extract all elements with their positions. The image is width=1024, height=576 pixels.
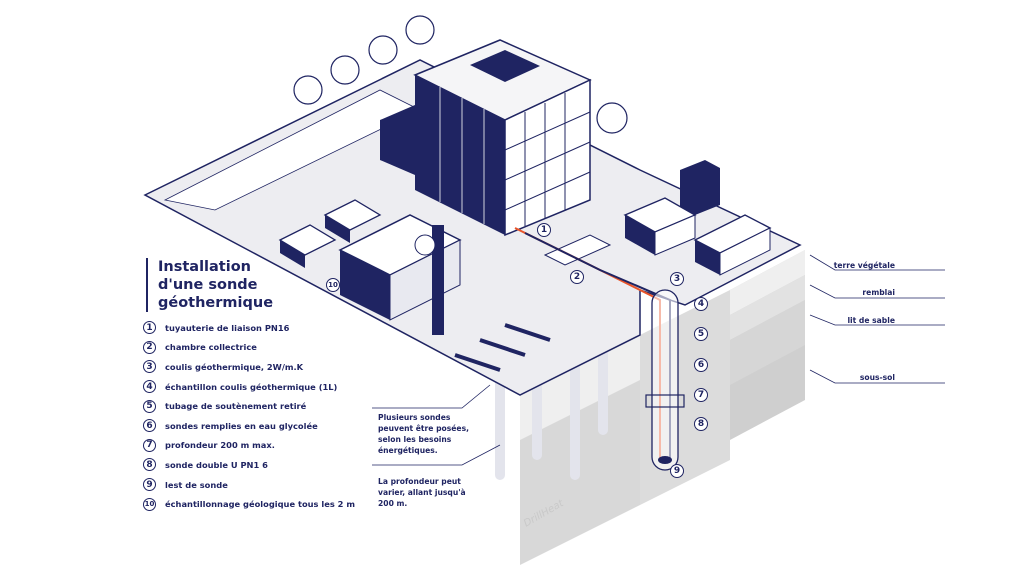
note-depth: La profondeur peut varier, allant jusqu'… [378, 477, 466, 508]
legend-label: échantillonnage géologique tous les 2 m [165, 499, 355, 510]
legend-label: tubage de soutènement retiré [165, 401, 307, 412]
legend-label: coulis géothermique, 2W/m.K [165, 361, 304, 372]
layer-label-backfill: remblai [862, 288, 895, 297]
pipe-stacks [454, 323, 551, 372]
legend-item: 3 coulis géothermique, 2W/m.K [143, 357, 355, 377]
legend-item: 10 échantillonnage géologique tous les 2 … [143, 494, 355, 514]
legend-label: échantillon coulis géothermique (1L) [165, 381, 338, 392]
legend-label: sonde double U PN1 6 [165, 459, 268, 470]
number-badge: 8 [143, 458, 156, 472]
title-line-2: d'une sonde [158, 277, 258, 293]
additional-boreholes [495, 345, 608, 480]
note-multiple-probes: Plusieurs sondes peuvent être posées, se… [378, 413, 469, 455]
legend-label: sondes remplies en eau glycolée [165, 420, 318, 431]
marker-9: 9 [670, 464, 684, 478]
page-title: Installation d'une sonde géothermique [146, 258, 273, 312]
trees [293, 15, 628, 134]
marker-6: 6 [694, 358, 708, 372]
containers [278, 199, 382, 268]
office-building [380, 39, 592, 237]
collector-chamber [543, 234, 612, 266]
number-badge: 6 [143, 419, 156, 433]
leader-lines [372, 254, 945, 466]
marker-5: 5 [694, 327, 708, 341]
layer-label-subsoil: sous-sol [859, 373, 895, 382]
marker-3: 3 [670, 272, 684, 286]
number-badge: 5 [143, 399, 156, 413]
number-badge: 4 [143, 380, 156, 394]
legend: 1 tuyauterie de liaison PN16 2 chambre col… [143, 318, 355, 514]
layer-label-sand: lit de sable [847, 316, 895, 325]
legend-item: 8 sonde double U PN1 6 [143, 455, 355, 475]
number-badge: 10 [143, 497, 156, 511]
number-badge: 3 [143, 360, 156, 374]
number-badge: 2 [143, 340, 156, 354]
number-badge: 1 [143, 321, 156, 335]
legend-item: 1 tuyauterie de liaison PN16 [143, 318, 355, 338]
legend-label: profondeur 200 m max. [165, 440, 275, 451]
legend-label: lest de sonde [165, 479, 228, 490]
legend-item: 2 chambre collectrice [143, 338, 355, 358]
marker-8: 8 [694, 417, 708, 431]
marker-7: 7 [694, 388, 708, 402]
marker-10: 10 [326, 278, 340, 292]
legend-item: 7 profondeur 200 m max. [143, 436, 355, 456]
drilling-rig [338, 214, 462, 335]
borehole [645, 289, 685, 471]
marker-2: 2 [570, 270, 584, 284]
legend-item: 5 tubage de soutènement retiré [143, 396, 355, 416]
layer-label-topsoil: terre végétale [833, 261, 895, 270]
legend-item: 6 sondes remplies en eau glycolée [143, 416, 355, 436]
legend-label: chambre collectrice [165, 342, 257, 353]
legend-item: 9 lest de sonde [143, 475, 355, 495]
title-line-1: Installation [158, 259, 251, 275]
number-badge: 9 [143, 478, 156, 492]
title-line-3: géothermique [158, 295, 274, 311]
marker-1: 1 [537, 223, 551, 237]
legend-item: 4 échantillon coulis géothermique (1L) [143, 377, 355, 397]
marker-4: 4 [694, 297, 708, 311]
legend-label: tuyauterie de liaison PN16 [165, 322, 290, 333]
number-badge: 7 [143, 438, 156, 452]
vehicles [623, 160, 772, 276]
